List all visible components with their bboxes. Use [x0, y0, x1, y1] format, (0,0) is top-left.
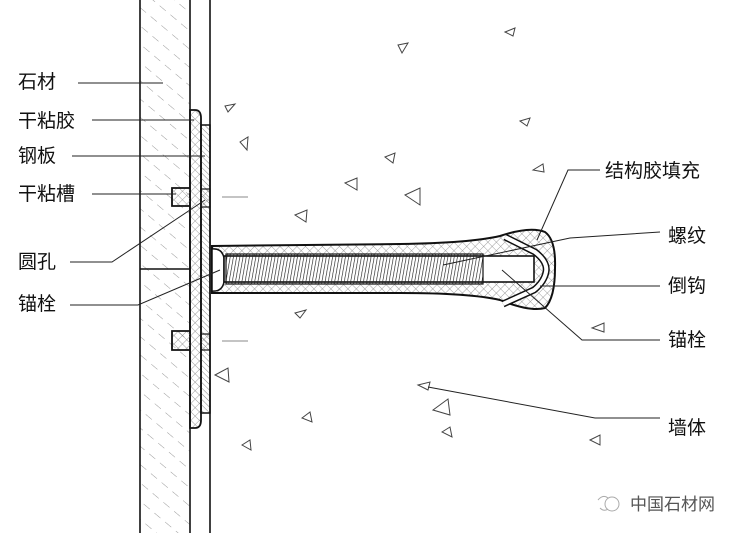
leader-anchor-left: [70, 269, 221, 306]
concrete-aggregate: [213, 27, 605, 451]
leader-structural-glue: [536, 169, 600, 241]
watermark-text: 中国石材网: [630, 495, 715, 515]
leader-round-hole: [70, 199, 206, 263]
label-dry-adhesive: 干粘胶: [18, 110, 75, 132]
label-stone: 石材: [18, 71, 56, 93]
label-anchor-left: 锚栓: [18, 293, 56, 315]
label-anchor-right: 锚栓: [668, 329, 706, 351]
adhesive-groove-upper: [171, 187, 190, 207]
round-hole: [211, 248, 225, 292]
adhesive-groove-lower: [171, 330, 190, 351]
stone-panel: [139, 0, 191, 533]
label-round-hole: 圆孔: [18, 251, 56, 273]
thread: [225, 253, 484, 285]
leader-wall: [427, 386, 660, 419]
label-wall: 墙体: [668, 417, 706, 439]
leader-anchor-right: [501, 269, 660, 341]
label-barb: 倒钩: [668, 275, 706, 297]
steel-plate: [200, 124, 211, 414]
watermark: 中国石材网: [597, 495, 715, 515]
watermark-logo-icon: [597, 495, 620, 512]
label-steel-plate: 钢板: [18, 145, 56, 167]
label-adhesive-groove: 干粘槽: [18, 183, 75, 205]
dry-adhesive-layer: [189, 109, 202, 429]
label-thread: 螺纹: [668, 225, 706, 247]
label-structural-glue-fill: 结构胶填充: [605, 160, 700, 182]
leader-thread: [442, 231, 661, 266]
